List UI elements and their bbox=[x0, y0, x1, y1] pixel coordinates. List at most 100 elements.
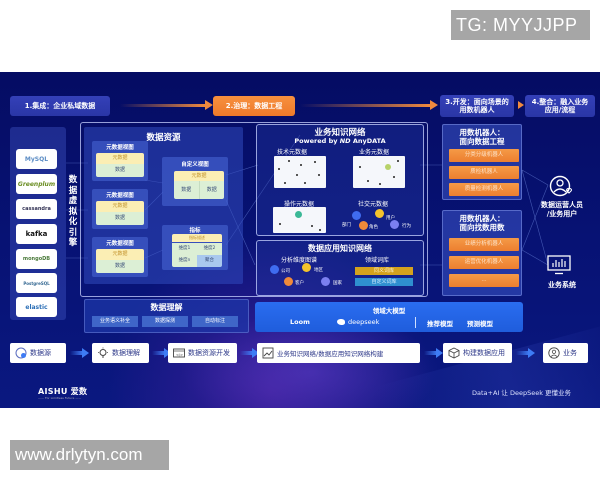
robot-panel-data-engineering: 用数机器人： 面向数据工程 分类分级机器人 质检机器人 质量检测机器人 bbox=[442, 124, 522, 200]
engine-title: 数据虚 拟化引 擎 bbox=[68, 175, 78, 248]
flow-step-understanding: 数据理解 bbox=[92, 343, 149, 363]
data-cell: 数据 bbox=[199, 181, 224, 199]
business-metadata-graph bbox=[353, 156, 405, 188]
cassandra-logo: cassandra bbox=[16, 199, 57, 219]
robot-title-line2: 面向数据工程 bbox=[459, 137, 505, 146]
user-circle-icon bbox=[548, 347, 560, 359]
tech-metadata-graph bbox=[274, 156, 326, 188]
business-knowledge-network: 业务知识网络 Powered by ND AnyDATA 技术元数据 业务元数据… bbox=[256, 124, 424, 236]
stage-develop-line1: 3.开发：面向场景的 bbox=[445, 98, 509, 106]
actor-business-system: 业务系统 bbox=[548, 281, 576, 289]
stage-integrate-business-line1: 4.整合：融入业务 bbox=[531, 98, 589, 106]
svg-text:</>: </> bbox=[176, 353, 183, 357]
slogan: Data+AI 让 DeepSeek 更懂业务 bbox=[472, 389, 572, 397]
metadata-view-1: 元数据视图 元数据 数据 bbox=[92, 141, 148, 181]
robot-title-line1: 用数机器人： bbox=[459, 128, 505, 137]
aishu-logo: AISHU 爱数 bbox=[38, 387, 88, 396]
divider bbox=[415, 317, 416, 328]
dimension-cell: 维度n bbox=[172, 255, 197, 267]
model-predict: 预测模型 bbox=[467, 320, 493, 328]
watermark-bottom: www.drlytyn.com bbox=[10, 440, 169, 470]
metadata-cell: 元数据 bbox=[174, 171, 224, 181]
data-virtualization-engine: MySQL Greenplum cassandra kafka mongoDB … bbox=[10, 127, 66, 320]
app-kg-title: 数据应用知识网络 bbox=[308, 244, 372, 253]
data-cell: 数据 bbox=[96, 164, 144, 177]
dimension-cell: 维度2 bbox=[197, 243, 222, 255]
data-cell: 数据 bbox=[96, 260, 144, 273]
operation-metadata-graph bbox=[273, 207, 326, 233]
semantic-completion: 业务语义补全 bbox=[92, 316, 138, 327]
flow-step-build-app: 构建数据应用 bbox=[443, 343, 512, 363]
monitor-chart-icon bbox=[547, 255, 571, 275]
stage-arrow-1 bbox=[120, 104, 205, 107]
analysis-node-region bbox=[302, 263, 311, 272]
social-node-role bbox=[359, 221, 368, 230]
flow-step-business: 业务 bbox=[543, 343, 588, 363]
stage-govern-label: 2.治理：数据工程 bbox=[225, 102, 283, 110]
flow-step-kg-build: 业务知识网络/数据应用知识网络构建 bbox=[257, 343, 420, 363]
arrow-right-icon bbox=[518, 101, 524, 109]
flow-arrow-icon bbox=[516, 348, 536, 358]
robot-title-line1: 用数机器人： bbox=[459, 214, 505, 223]
chart-image-icon bbox=[262, 347, 274, 359]
stage-develop-line2: 用数机器人 bbox=[459, 106, 495, 114]
analysis-node-country bbox=[321, 277, 330, 286]
robot-item: 业绩分析机器人 bbox=[449, 238, 519, 251]
data-understanding-title: 数据理解 bbox=[150, 303, 183, 312]
stage-integrate-label: 1.集成：企业私域数据 bbox=[24, 102, 96, 110]
flow-arrow-icon bbox=[70, 348, 90, 358]
brand-tagline: —— For Limitless Future —— bbox=[38, 396, 82, 400]
mongodb-logo: mongoDB bbox=[16, 249, 57, 269]
arrow-right-icon bbox=[205, 100, 213, 110]
stage-arrow-2 bbox=[300, 104, 430, 107]
flow-arrow-icon bbox=[424, 348, 444, 358]
social-node-dept bbox=[352, 211, 361, 220]
governance-panel bbox=[80, 122, 428, 297]
flow-arrow-icon bbox=[240, 348, 260, 358]
flow-step-resource-dev: </> 数据资源开发 bbox=[168, 343, 237, 363]
model-loom: Loom bbox=[290, 318, 310, 326]
robot-item: 质检机器人 bbox=[449, 166, 519, 179]
analysis-node-customer bbox=[284, 277, 293, 286]
analysis-node-company bbox=[270, 265, 279, 274]
domain-models-title: 领域大模型 bbox=[372, 307, 406, 315]
data-probing: 数据探测 bbox=[142, 316, 188, 327]
anydata-logo-icon: ND bbox=[339, 137, 351, 145]
metric-desc-cell: 指标描述 bbox=[172, 234, 222, 242]
model-recommend: 推荐模型 bbox=[427, 320, 453, 328]
data-understanding-panel: 数据理解 业务语义补全 数据探测 自动标注 bbox=[84, 299, 249, 333]
powered-by: Powered by ND AnyDATA bbox=[294, 137, 386, 145]
kafka-logo: kafka bbox=[16, 224, 57, 244]
dimension-cell: 维度1 bbox=[172, 243, 197, 255]
actor-data-ops: 数据运营人员 /业务用户 bbox=[541, 201, 583, 218]
stage-develop: 3.开发：面向场景的 用数机器人 bbox=[440, 95, 514, 117]
elastic-logo: elastic bbox=[16, 297, 57, 317]
watermark-top: TG: MYYJJPP bbox=[451, 10, 590, 40]
stage-integrate: 1.集成：企业私域数据 bbox=[10, 96, 110, 116]
arrow-right-icon bbox=[430, 100, 438, 110]
app-knowledge-network: 数据应用知识网络 分析维度图谱 公司 地区 客户 国家 领域词库 同义词库 自定… bbox=[256, 240, 424, 296]
model-deepseek: deepseek bbox=[337, 318, 379, 326]
metadata-view-2: 元数据视图 元数据 数据 bbox=[92, 189, 148, 229]
synonym-lexicon: 同义词库 bbox=[355, 267, 413, 275]
robot-item: 分类分级机器人 bbox=[449, 149, 519, 162]
mysql-logo: MySQL bbox=[16, 149, 57, 169]
custom-lexicon: 自定义词库 bbox=[355, 278, 413, 286]
social-node-behavior bbox=[390, 220, 399, 229]
robot-panel-find-use-data: 用数机器人： 面向找数用数 业绩分析机器人 运营优化机器人 ... bbox=[442, 210, 522, 296]
robot-item: 运营优化机器人 bbox=[449, 256, 519, 269]
stage-govern: 2.治理：数据工程 bbox=[213, 96, 295, 116]
robot-title-line2: 面向找数用数 bbox=[459, 223, 505, 232]
cube-icon bbox=[448, 347, 460, 359]
metadata-cell: 元数据 bbox=[96, 201, 144, 212]
stage-integrate-business: 4.整合：融入业务 应用/流程 bbox=[525, 95, 595, 117]
aggregate-cell: 聚合 bbox=[197, 255, 222, 267]
postgresql-logo: PostgreSQL bbox=[16, 273, 57, 293]
metadata-cell: 元数据 bbox=[96, 153, 144, 164]
social-node-user bbox=[375, 209, 384, 218]
data-source-icon bbox=[15, 347, 27, 359]
data-cell: 数据 bbox=[96, 212, 144, 225]
user-heart-icon bbox=[549, 175, 572, 197]
auto-labeling: 自动标注 bbox=[192, 316, 238, 327]
robot-item: ... bbox=[449, 274, 519, 287]
